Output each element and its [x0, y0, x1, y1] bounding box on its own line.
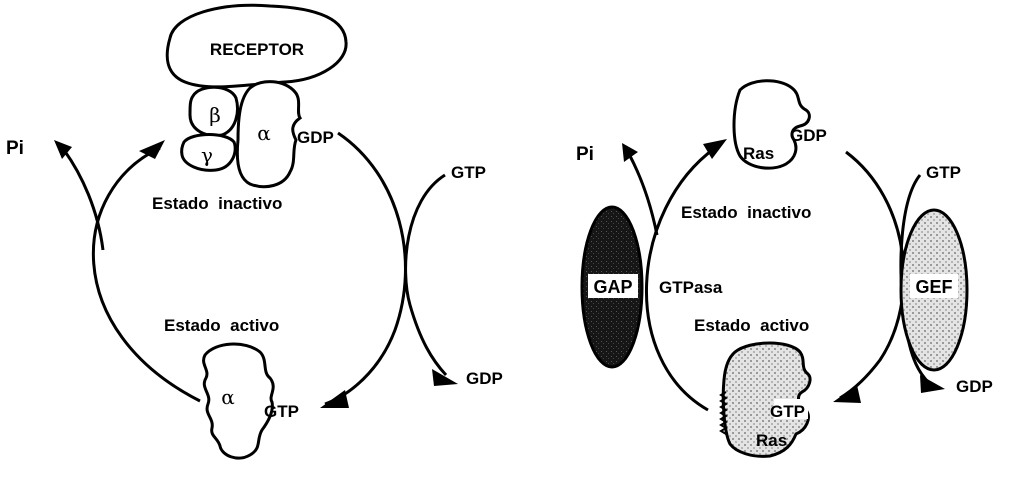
ras-gdp-bound-label: GDP [790, 126, 827, 145]
gef-label-box [910, 274, 958, 298]
ras-inactive-shape [732, 79, 811, 170]
ras-cycle: GAP GEF Ras GDP Pi GTP Estado inactivo G… [576, 79, 993, 458]
ras-arrowhead-pi [622, 143, 638, 162]
gamma-subunit-shape [180, 133, 237, 172]
gap-label-box [588, 274, 638, 298]
pi-label-left: Pi [6, 138, 24, 159]
arrowhead-left-bottom [320, 390, 349, 408]
gtp-gdp-exchange-curve [404, 173, 448, 377]
alpha-inactive-label: α [257, 121, 271, 145]
ras-active-bumpy-edge [719, 391, 728, 435]
gdp-bound-label: GDP [297, 128, 334, 147]
gap-label: GAP [593, 277, 632, 297]
cycle-arc-left [91, 146, 201, 403]
gtp-in-label-right: GTP [926, 163, 961, 182]
gdp-out-label-right: GDP [956, 377, 993, 396]
gef-label: GEF [915, 277, 952, 297]
ras-cycle-arc-right [839, 150, 906, 400]
active-state-label-left: Estado activo [164, 316, 279, 335]
ras-arrowhead-bottom [833, 385, 861, 403]
alpha-active-label: α [221, 385, 235, 409]
gtp-in-label-left: GTP [451, 163, 486, 182]
arrowhead-left-top [139, 140, 165, 159]
ras-pi-branch [628, 155, 659, 236]
ras-arrowhead-top [703, 139, 727, 159]
ras-active-gtp-box [774, 399, 808, 419]
ras-inactive-label: Ras [743, 144, 774, 163]
cycle-arc-right [324, 131, 407, 406]
pi-branch [62, 149, 105, 251]
gtpase-label: GTPasa [659, 278, 723, 297]
arrowhead-gdp-out [432, 369, 458, 386]
receptor-shape [165, 3, 348, 89]
ras-arrowhead-gdp-out [920, 375, 945, 393]
gdp-out-label-left: GDP [466, 369, 503, 388]
ras-gtp-bound-label: GTP [770, 402, 805, 421]
ras-active-label: Ras [756, 431, 787, 450]
alpha-inactive-shape [235, 80, 303, 189]
beta-label: β [209, 103, 221, 127]
gamma-label: γ [201, 143, 213, 167]
arrowhead-pi [54, 140, 72, 159]
g-protein-cycle: RECEPTOR β γ α GDP Pi GTP Estado inactiv… [6, 3, 503, 460]
receptor-label: RECEPTOR [210, 40, 304, 59]
inactive-state-label-right: Estado inactivo [681, 203, 811, 222]
ras-cycle-arc-left [644, 146, 716, 412]
active-state-label-right: Estado activo [694, 316, 809, 335]
gtp-bound-label: GTP [264, 402, 299, 421]
alpha-active-shape [202, 342, 275, 460]
inactive-state-label-left: Estado inactivo [152, 194, 282, 213]
pi-label-right: Pi [576, 144, 594, 165]
